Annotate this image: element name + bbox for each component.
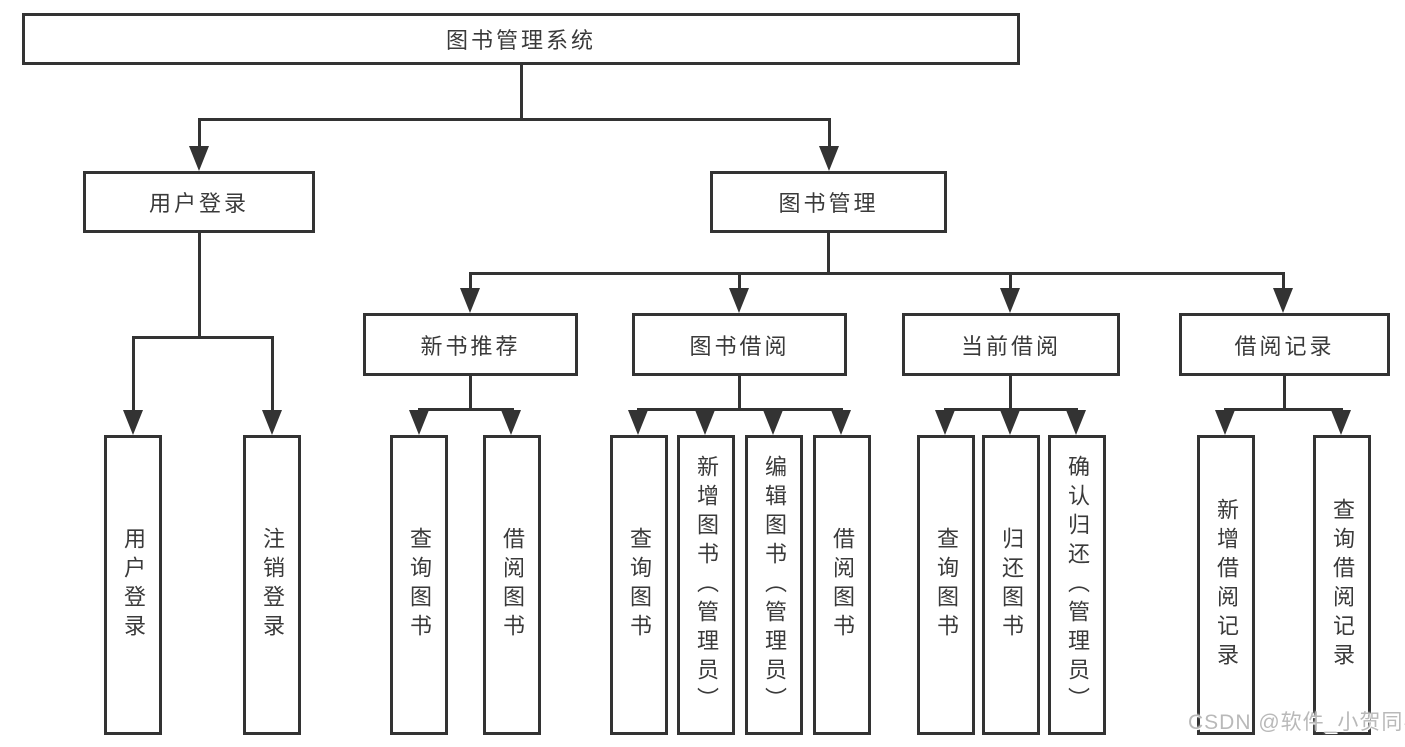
node-borrowing-records: 借阅记录 bbox=[1179, 313, 1390, 376]
connector-line bbox=[132, 336, 135, 412]
connector-line bbox=[828, 118, 831, 147]
connector-line bbox=[132, 336, 274, 339]
connector-line bbox=[1224, 408, 1343, 411]
connector-line bbox=[198, 118, 831, 121]
leaf-borrow-books-recommend: 借阅图书 bbox=[483, 435, 541, 735]
node-book-management: 图书管理 bbox=[710, 171, 947, 233]
leaf-logout-label: 注销登录 bbox=[260, 527, 285, 643]
leaf-query-books-borrowing: 查询图书 bbox=[610, 435, 668, 735]
node-new-book-recommend: 新书推荐 bbox=[363, 313, 578, 376]
node-user-login-label: 用户登录 bbox=[148, 191, 249, 216]
leaf-edit-book-admin-label: 编辑图书（管理员） bbox=[762, 454, 787, 716]
leaf-borrow-books-recommend-label: 借阅图书 bbox=[500, 527, 525, 643]
connector-line bbox=[469, 375, 472, 408]
connector-line bbox=[1283, 375, 1286, 408]
leaf-query-books-current: 查询图书 bbox=[917, 435, 975, 735]
arrowhead bbox=[831, 410, 851, 435]
arrowhead bbox=[1273, 288, 1293, 313]
leaf-return-book-label: 归还图书 bbox=[999, 527, 1024, 643]
arrowhead bbox=[1000, 410, 1020, 435]
leaf-add-borrow-record: 新增借阅记录 bbox=[1197, 435, 1255, 735]
arrowhead bbox=[262, 410, 282, 435]
arrowhead bbox=[501, 410, 521, 435]
leaf-user-login-label: 用户登录 bbox=[121, 527, 146, 643]
leaf-add-book-admin-label: 新增图书（管理员） bbox=[694, 454, 719, 716]
leaf-add-borrow-record-label: 新增借阅记录 bbox=[1214, 498, 1239, 672]
connector-line bbox=[637, 408, 843, 411]
arrowhead bbox=[189, 146, 209, 171]
arrowhead bbox=[460, 288, 480, 313]
watermark: CSDN @软件_小贺同学 bbox=[1188, 711, 1405, 734]
connector-line bbox=[1009, 375, 1012, 408]
leaf-edit-book-admin: 编辑图书（管理员） bbox=[745, 435, 803, 735]
arrowhead bbox=[1331, 410, 1351, 435]
node-user-login: 用户登录 bbox=[83, 171, 315, 233]
node-root-label: 图书管理系统 bbox=[445, 28, 596, 53]
leaf-add-book-admin: 新增图书（管理员） bbox=[677, 435, 735, 735]
node-book-management-label: 图书管理 bbox=[778, 191, 879, 216]
connector-line bbox=[469, 272, 1285, 275]
node-borrowing-records-label: 借阅记录 bbox=[1234, 333, 1335, 359]
node-new-book-recommend-label: 新书推荐 bbox=[420, 333, 521, 359]
connector-line bbox=[944, 408, 1078, 411]
leaf-query-books-recommend: 查询图书 bbox=[390, 435, 448, 735]
connector-line bbox=[198, 233, 201, 337]
arrowhead bbox=[1215, 410, 1235, 435]
connector-line bbox=[1282, 272, 1285, 290]
leaf-query-books-current-label: 查询图书 bbox=[934, 527, 959, 643]
leaf-user-login: 用户登录 bbox=[104, 435, 162, 735]
connector-line bbox=[827, 233, 830, 274]
node-current-borrowing-label: 当前借阅 bbox=[960, 333, 1061, 359]
leaf-logout: 注销登录 bbox=[243, 435, 301, 735]
leaf-query-borrow-record: 查询借阅记录 bbox=[1313, 435, 1371, 735]
connector-line bbox=[738, 375, 741, 408]
leaf-query-books-recommend-label: 查询图书 bbox=[407, 527, 432, 643]
leaf-confirm-return-admin: 确认归还（管理员） bbox=[1048, 435, 1106, 735]
leaf-query-books-borrowing-label: 查询图书 bbox=[627, 527, 652, 643]
arrowhead bbox=[935, 410, 955, 435]
node-book-borrowing: 图书借阅 bbox=[632, 313, 847, 376]
connector-line bbox=[418, 408, 514, 411]
arrowhead bbox=[409, 410, 429, 435]
connector-line bbox=[738, 272, 741, 290]
leaf-query-borrow-record-label: 查询借阅记录 bbox=[1330, 498, 1355, 672]
arrowhead bbox=[123, 410, 143, 435]
arrowhead bbox=[1000, 288, 1020, 313]
arrowhead bbox=[729, 288, 749, 313]
connector-line bbox=[1009, 272, 1012, 290]
leaf-borrow-books-borrowing: 借阅图书 bbox=[813, 435, 871, 735]
connector-line bbox=[520, 65, 523, 119]
arrowhead bbox=[819, 146, 839, 171]
node-current-borrowing: 当前借阅 bbox=[902, 313, 1120, 376]
connector-line bbox=[198, 118, 201, 147]
connector-line bbox=[469, 272, 472, 290]
leaf-return-book: 归还图书 bbox=[982, 435, 1040, 735]
arrowhead bbox=[1066, 410, 1086, 435]
arrowhead bbox=[628, 410, 648, 435]
arrowhead bbox=[695, 410, 715, 435]
node-book-borrowing-label: 图书借阅 bbox=[689, 333, 790, 359]
leaf-borrow-books-borrowing-label: 借阅图书 bbox=[830, 527, 855, 643]
node-root: 图书管理系统 bbox=[22, 13, 1020, 65]
arrowhead bbox=[763, 410, 783, 435]
connector-line bbox=[271, 336, 274, 412]
leaf-confirm-return-admin-label: 确认归还（管理员） bbox=[1065, 454, 1090, 716]
